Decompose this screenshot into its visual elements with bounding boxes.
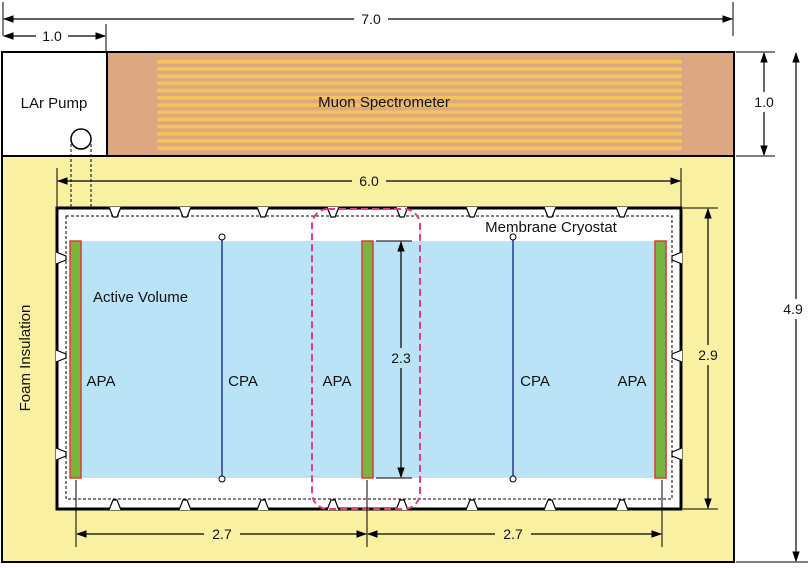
- dim-apa-height: 2.3: [391, 350, 411, 366]
- insulation-label: Foam Insulation: [17, 305, 34, 412]
- cryostat-notch: [55, 447, 67, 461]
- active-volume-label: Active Volume: [93, 289, 188, 306]
- spectrometer-stripe: [157, 124, 682, 129]
- cryostat-notch: [326, 499, 340, 511]
- spectrometer-stripe: [157, 74, 682, 78]
- dim-spec-height: 1.0: [754, 94, 774, 110]
- cryostat-corrugations: [55, 206, 683, 511]
- spectrometer-stripe: [157, 67, 682, 71]
- cpa-right-label: CPA: [520, 373, 550, 390]
- cryostat-notch: [671, 447, 683, 461]
- apa-center-label: APA: [323, 373, 352, 390]
- spectrometer-stripes: [157, 60, 682, 150]
- spectrometer-stripe: [157, 146, 682, 150]
- cryostat-label: Membrane Cryostat: [485, 219, 618, 236]
- cryostat-notch: [178, 206, 192, 218]
- cryostat-notch: [543, 206, 557, 218]
- cryostat-notch: [671, 251, 683, 265]
- cpa-left: [218, 233, 226, 483]
- apa-left: [69, 240, 82, 479]
- pump-label: LAr Pump: [21, 95, 88, 112]
- dim-total-height: 4.9: [783, 301, 803, 317]
- cryostat-notch: [615, 499, 629, 511]
- apa-right: [654, 240, 667, 479]
- cryostat-notch: [108, 206, 122, 218]
- spectrometer-stripe: [157, 96, 682, 100]
- dim-cryostat-height: 2.9: [698, 347, 718, 363]
- spectrometer-stripe: [157, 117, 682, 122]
- cryostat-notch: [395, 499, 409, 511]
- cryostat-notch: [178, 499, 192, 511]
- cryostat-notch: [108, 499, 122, 511]
- cryostat-notch: [465, 499, 479, 511]
- apa-center: [361, 240, 374, 479]
- spectrometer-stripe: [157, 60, 682, 64]
- spectrometer-label: Muon Spectrometer: [318, 94, 450, 111]
- cryostat-notch: [465, 206, 479, 218]
- dim-pump-width: 1.0: [42, 28, 62, 44]
- dim-cryostat-width: 6.0: [359, 173, 379, 189]
- cryostat-notch: [256, 499, 270, 511]
- spectrometer-stripe: [157, 139, 682, 143]
- cryostat-notch: [615, 206, 629, 218]
- spectrometer-stripe: [157, 110, 682, 114]
- cryostat-notch: [543, 499, 557, 511]
- spectrometer-stripe: [157, 103, 682, 107]
- spectrometer-stripe: [157, 132, 682, 136]
- apa-left-label: APA: [87, 373, 116, 390]
- dim-drift-right: 2.7: [503, 526, 523, 542]
- cryostat-notch: [55, 349, 67, 363]
- spectrometer-stripe: [157, 81, 682, 86]
- cpa-right: [509, 233, 517, 483]
- cpa-left-label: CPA: [228, 373, 258, 390]
- cryostat-notch: [256, 206, 270, 218]
- apa-right-label: APA: [618, 373, 647, 390]
- spectrometer-stripe: [157, 88, 682, 93]
- dim-total-width: 7.0: [361, 11, 381, 27]
- module-highlight: [311, 208, 421, 510]
- cryostat-notch: [55, 251, 67, 265]
- cryostat-notch: [671, 349, 683, 363]
- dim-drift-left: 2.7: [212, 526, 232, 542]
